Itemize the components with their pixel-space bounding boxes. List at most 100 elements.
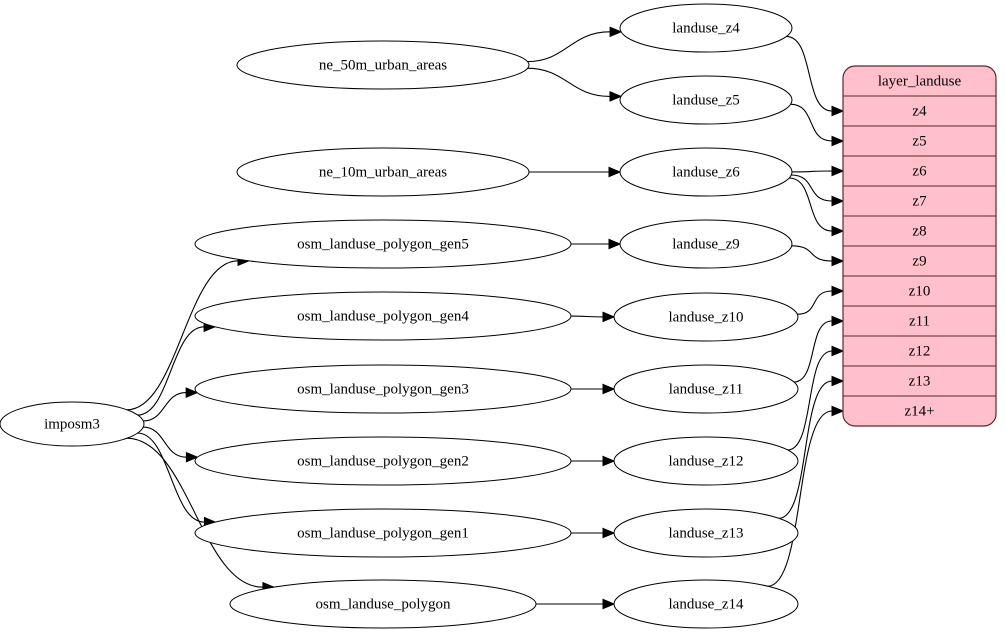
record-row-z6[interactable]: z6 (912, 163, 927, 179)
node-osm_landuse_polygon_gen1[interactable]: osm_landuse_polygon_gen1 (194, 508, 572, 558)
node-landuse_z13[interactable]: landuse_z13 (613, 508, 799, 558)
node-shape (613, 579, 799, 629)
node-label: landuse_z10 (669, 309, 744, 325)
record-row-z12[interactable]: z12 (909, 343, 931, 359)
node-shape (619, 147, 793, 197)
edge-path (126, 437, 263, 588)
edge-arrowhead (608, 166, 622, 178)
edge-path (788, 177, 833, 232)
node-label: landuse_z9 (672, 236, 739, 252)
edge-osm_landuse_polygon_gen3-to-landuse_z11 (570, 383, 616, 395)
node-label: ne_50m_urban_areas (319, 57, 447, 73)
edge-arrowhead (831, 165, 845, 177)
node-label: osm_landuse_polygon_gen1 (297, 525, 469, 541)
node-shape (613, 364, 799, 414)
node-osm_landuse_polygon_gen4[interactable]: osm_landuse_polygon_gen4 (194, 291, 572, 341)
node-label: osm_landuse_polygon (316, 596, 451, 612)
record-row-z5[interactable]: z5 (912, 133, 926, 149)
node-osm_landuse_polygon_gen3[interactable]: osm_landuse_polygon_gen3 (194, 364, 572, 414)
layer-landuse-table: layer_landusez4z5z6z7z8z9z10z11z12z13z14… (842, 65, 997, 427)
edge-osm_landuse_polygon-to-landuse_z14 (535, 598, 616, 610)
edge-osm_landuse_polygon_gen5-to-landuse_z9 (570, 238, 622, 250)
edge-arrowhead (602, 527, 616, 539)
record-row-z8[interactable]: z8 (912, 223, 926, 239)
node-label: ne_10m_urban_areas (319, 164, 447, 180)
record-row-z9[interactable]: z9 (912, 253, 926, 269)
node-shape (0, 401, 145, 447)
node-osm_landuse_polygon_gen2[interactable]: osm_landuse_polygon_gen2 (194, 436, 572, 486)
edge-arrowhead (831, 345, 845, 357)
nodes-layer: imposm3 ne_50m_urban_areas ne_10m_urban_ar… (0, 3, 799, 629)
edge-path (137, 326, 205, 416)
edge-arrowhead (831, 285, 845, 297)
node-shape (194, 219, 572, 269)
edge-landuse_z10-to-layer_landuse-z10 (796, 285, 845, 315)
edge-arrowhead (608, 238, 622, 250)
edge-imposm3-to-osm_landuse_polygon_gen4 (137, 321, 217, 416)
edge-arrowhead (602, 598, 616, 610)
node-landuse_z11[interactable]: landuse_z11 (613, 364, 799, 414)
edge-arrowhead (831, 315, 845, 327)
node-osm_landuse_polygon_gen5[interactable]: osm_landuse_polygon_gen5 (194, 219, 572, 269)
node-imposm3[interactable]: imposm3 (0, 401, 145, 447)
edge-landuse_z6-to-layer_landuse-z8 (788, 177, 845, 237)
edge-arrowhead (831, 195, 845, 207)
record-row-z14+[interactable]: z14+ (904, 403, 934, 419)
node-shape (236, 147, 530, 197)
edge-arrowhead (609, 26, 623, 38)
edge-landuse_z6-to-layer_landuse-z7 (790, 174, 845, 207)
record-row-z10[interactable]: z10 (909, 283, 931, 299)
edge-arrowhead (602, 383, 616, 395)
edge-path (786, 35, 833, 112)
edge-path (142, 392, 187, 422)
edge-landuse_z6-to-layer_landuse-z6 (791, 165, 845, 177)
edge-arrowhead (602, 311, 616, 323)
node-shape (619, 219, 793, 269)
edge-arrowhead (831, 255, 845, 267)
edge-imposm3-to-osm_landuse_polygon_gen3 (142, 387, 199, 422)
edge-path (793, 320, 833, 383)
record-row-z13[interactable]: z13 (909, 373, 931, 389)
edge-landuse_z5-to-layer_landuse-z5 (790, 103, 845, 147)
node-landuse_z12[interactable]: landuse_z12 (613, 436, 799, 486)
node-landuse_z5[interactable]: landuse_z5 (619, 75, 793, 125)
node-ne_10m_urban_areas[interactable]: ne_10m_urban_areas (236, 147, 530, 197)
node-label: landuse_z14 (669, 596, 744, 612)
edge-ne_50m_urban_areas-to-landuse_z5 (526, 67, 623, 102)
edge-ne_10m_urban_areas-to-landuse_z6 (528, 166, 622, 178)
record-row-z7[interactable]: z7 (912, 193, 927, 209)
record-row-z11[interactable]: z11 (909, 313, 930, 329)
record-row-z4[interactable]: z4 (912, 103, 927, 119)
edge-landuse_z12-to-layer_landuse-z12 (787, 345, 845, 451)
node-landuse_z6[interactable]: landuse_z6 (619, 147, 793, 197)
edge-path (137, 432, 205, 523)
node-shape (194, 364, 572, 414)
layer-landuse-record[interactable]: layer_landusez4z5z6z7z8z9z10z11z12z13z14… (842, 65, 997, 427)
node-shape (613, 508, 799, 558)
node-shape (194, 291, 572, 341)
node-landuse_z4[interactable]: landuse_z4 (619, 3, 793, 53)
node-shape (613, 436, 799, 486)
edge-arrowhead (185, 387, 199, 398)
edge-ne_50m_urban_areas-to-landuse_z4 (526, 26, 623, 63)
node-label: landuse_z13 (669, 525, 744, 541)
node-osm_landuse_polygon[interactable]: osm_landuse_polygon (229, 579, 537, 629)
node-label: landuse_z5 (672, 92, 739, 108)
edge-path (126, 260, 239, 411)
edge-path (796, 290, 833, 315)
edge-arrowhead (831, 375, 845, 387)
node-ne_50m_urban_areas[interactable]: ne_50m_urban_areas (236, 40, 530, 90)
node-label: osm_landuse_polygon_gen5 (297, 236, 469, 252)
node-label: landuse_z4 (672, 20, 740, 36)
edge-path (778, 380, 833, 519)
node-landuse_z10[interactable]: landuse_z10 (613, 292, 799, 342)
node-landuse_z14[interactable]: landuse_z14 (613, 579, 799, 629)
node-shape (613, 292, 799, 342)
edge-landuse_z11-to-layer_landuse-z11 (793, 315, 845, 383)
edge-arrowhead (602, 455, 616, 467)
node-landuse_z9[interactable]: landuse_z9 (619, 219, 793, 269)
edge-arrowhead (609, 91, 623, 102)
node-label: landuse_z12 (669, 453, 744, 469)
edge-arrowhead (831, 105, 845, 117)
